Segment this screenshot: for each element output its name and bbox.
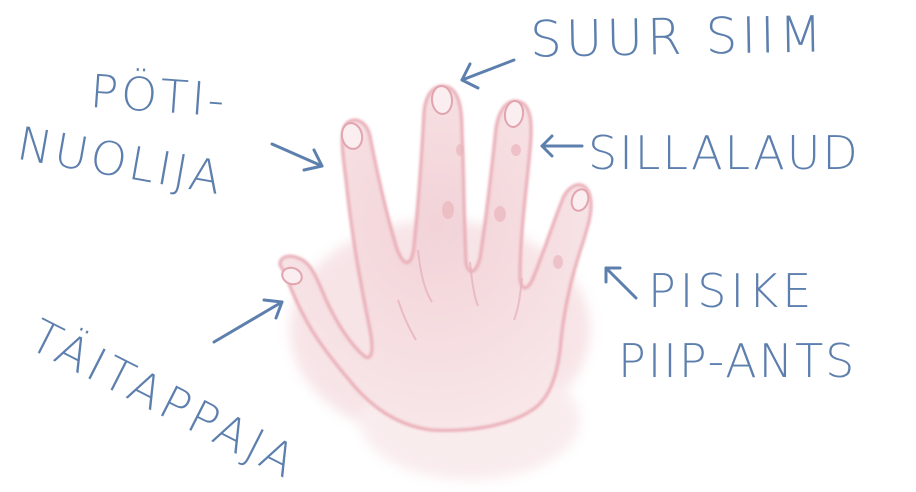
label-index-finger-line1: PÖTI- bbox=[89, 68, 229, 123]
arrow-to-index-finger bbox=[272, 144, 322, 170]
arrow-to-little-finger bbox=[606, 268, 636, 298]
arrow-to-ring-finger bbox=[542, 136, 582, 156]
label-middle-finger: SUUR SIIM bbox=[530, 9, 827, 64]
arrow-to-thumb bbox=[214, 300, 282, 342]
label-little-finger-line2: PIIP-ANTS bbox=[618, 338, 856, 384]
arrow-to-middle-finger bbox=[462, 60, 514, 88]
fingernail-middle bbox=[431, 85, 453, 114]
label-little-finger-line1: PISIKE bbox=[648, 268, 815, 314]
label-ring-finger: SILLALAUD bbox=[588, 130, 860, 176]
